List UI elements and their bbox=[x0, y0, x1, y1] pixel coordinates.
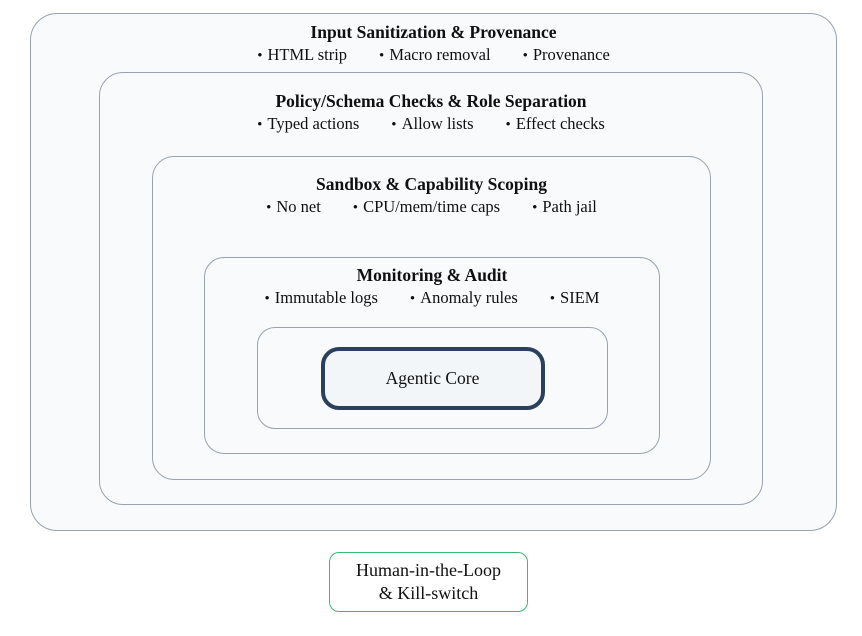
bullet-icon: • bbox=[266, 200, 272, 216]
bullet-label: Typed actions bbox=[267, 114, 360, 133]
bullet-label: Provenance bbox=[532, 45, 610, 64]
human-in-the-loop-box: Human-in-the-Loop & Kill-switch bbox=[329, 552, 528, 612]
layer-title: Policy/Schema Checks & Role Separation bbox=[275, 91, 587, 111]
bullet-label: Path jail bbox=[542, 197, 597, 216]
bullet-label: CPU/mem/time caps bbox=[363, 197, 501, 216]
bullet-icon: • bbox=[257, 48, 263, 64]
hitl-label-line2: & Kill-switch bbox=[378, 583, 479, 603]
list-item: •Immutable logs bbox=[265, 288, 378, 309]
layer-title: Sandbox & Capability Scoping bbox=[316, 174, 547, 194]
layer-policy-schema: Policy/Schema Checks & Role Separation •… bbox=[99, 72, 763, 505]
bullet-label: Immutable logs bbox=[274, 288, 378, 307]
layer-header: Input Sanitization & Provenance •HTML st… bbox=[31, 14, 836, 66]
bullet-icon: • bbox=[549, 291, 556, 307]
list-item: •Effect checks bbox=[506, 114, 605, 135]
bullet-icon: • bbox=[391, 117, 397, 133]
layer-header: Monitoring & Audit •Immutable logs •Anom… bbox=[205, 258, 659, 309]
layer-header: Sandbox & Capability Scoping •No net •CP… bbox=[153, 157, 710, 218]
layer-header: Policy/Schema Checks & Role Separation •… bbox=[100, 73, 762, 135]
bullet-label: Anomaly rules bbox=[420, 288, 518, 307]
layer-sandbox-capability: Sandbox & Capability Scoping •No net •CP… bbox=[152, 156, 711, 480]
layer-title: Input Sanitization & Provenance bbox=[310, 22, 557, 42]
list-item: •Typed actions bbox=[257, 114, 359, 135]
list-item: •HTML strip bbox=[257, 45, 347, 66]
bullet-label: No net bbox=[276, 197, 321, 216]
bullet-label: SIEM bbox=[560, 288, 600, 307]
layer-title: Monitoring & Audit bbox=[356, 265, 508, 285]
bullet-icon: • bbox=[532, 200, 538, 216]
list-item: •No net bbox=[266, 197, 321, 218]
bullet-icon: • bbox=[522, 48, 528, 64]
layer-monitoring-audit: Monitoring & Audit •Immutable logs •Anom… bbox=[204, 257, 660, 454]
layer-bullet-list: •Typed actions •Allow lists •Effect chec… bbox=[100, 114, 762, 135]
bullet-label: Effect checks bbox=[515, 114, 605, 133]
hitl-label-line1: Human-in-the-Loop bbox=[356, 559, 501, 580]
layer-bullet-list: •No net •CPU/mem/time caps •Path jail bbox=[153, 197, 710, 218]
list-item: •Anomaly rules bbox=[410, 288, 518, 309]
list-item: •SIEM bbox=[550, 288, 600, 309]
bullet-label: Macro removal bbox=[389, 45, 491, 64]
list-item: •Path jail bbox=[532, 197, 597, 218]
bullet-label: HTML strip bbox=[267, 45, 348, 64]
bullet-icon: • bbox=[379, 48, 385, 64]
layer-bullet-list: •Immutable logs •Anomaly rules •SIEM bbox=[205, 288, 659, 309]
list-item: •CPU/mem/time caps bbox=[353, 197, 500, 218]
layer-input-sanitization: Input Sanitization & Provenance •HTML st… bbox=[30, 13, 837, 531]
bullet-label: Allow lists bbox=[401, 114, 474, 133]
list-item: •Provenance bbox=[523, 45, 610, 66]
bullet-icon: • bbox=[409, 291, 416, 307]
list-item: •Macro removal bbox=[379, 45, 491, 66]
agentic-core-label: Agentic Core bbox=[385, 367, 480, 388]
layer-bullet-list: •HTML strip •Macro removal •Provenance bbox=[31, 45, 836, 66]
agentic-core-box: Agentic Core bbox=[320, 346, 545, 410]
layer-inner-shell: Agentic Core bbox=[257, 327, 608, 429]
bullet-icon: • bbox=[352, 200, 359, 216]
list-item: •Allow lists bbox=[391, 114, 473, 135]
bullet-icon: • bbox=[264, 291, 270, 307]
bullet-icon: • bbox=[505, 117, 511, 133]
bullet-icon: • bbox=[257, 117, 263, 133]
